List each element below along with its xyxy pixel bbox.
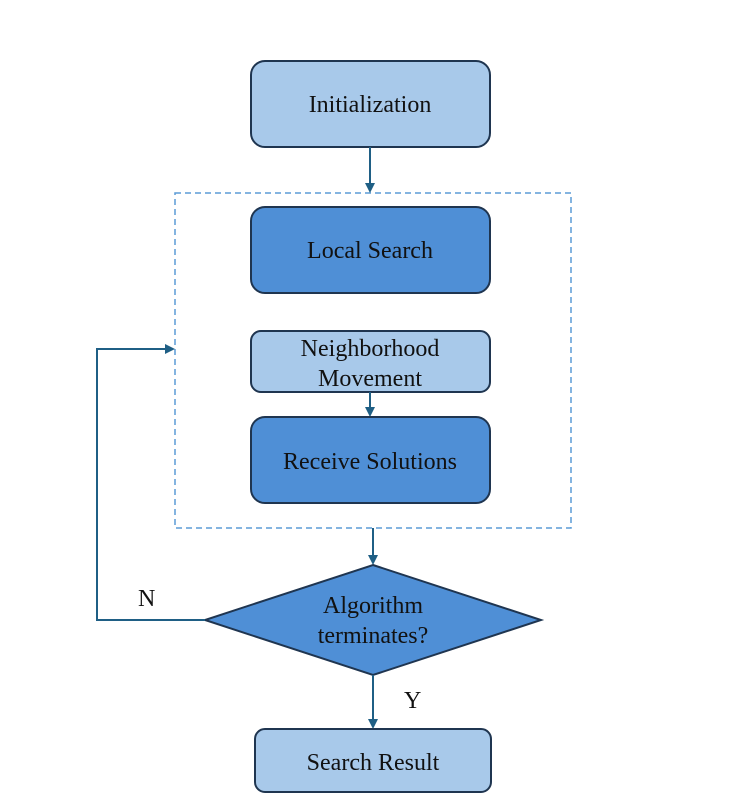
neighborhood-movement-line2: Movement xyxy=(318,366,422,392)
loop-frame xyxy=(174,192,572,529)
initialization-node: Initialization xyxy=(250,60,491,148)
no-label: N xyxy=(138,586,155,612)
yes-label: Y xyxy=(404,688,421,714)
neighborhood-movement-node: Neighborhood Movement xyxy=(250,330,491,393)
initialization-label: Initialization xyxy=(309,92,432,118)
decision-line1: Algorithm xyxy=(323,593,423,619)
search-result-node: Search Result xyxy=(254,728,492,793)
search-result-label: Search Result xyxy=(307,750,440,776)
arrow-no-loop-back xyxy=(96,344,205,621)
receive-solutions-node: Receive Solutions xyxy=(250,416,491,504)
decision-line2: terminates? xyxy=(318,623,429,649)
receive-solutions-label: Receive Solutions xyxy=(283,449,457,475)
neighborhood-movement-line1: Neighborhood xyxy=(301,336,440,362)
local-search-label: Local Search xyxy=(307,238,433,264)
decision-node: Algorithm terminates? xyxy=(201,563,545,677)
local-search-node: Local Search xyxy=(250,206,491,294)
